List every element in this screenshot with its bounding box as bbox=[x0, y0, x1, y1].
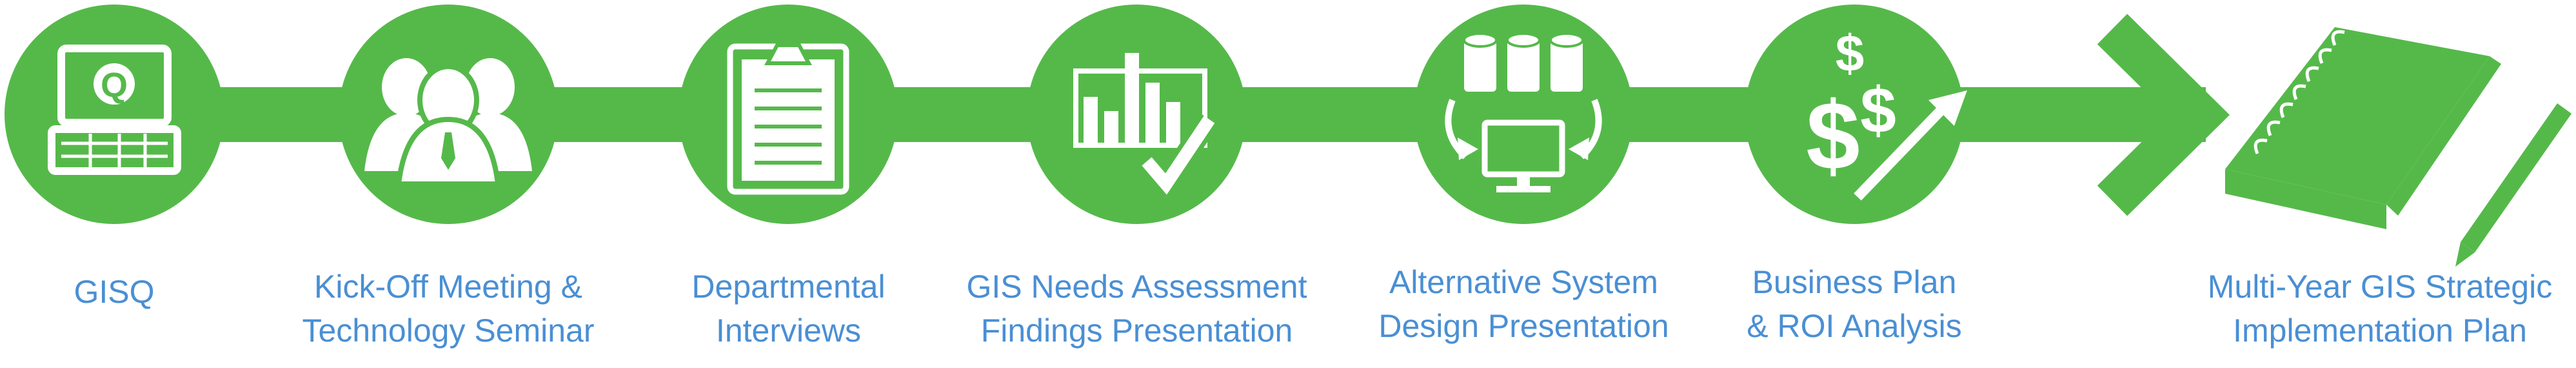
arrow-head bbox=[2097, 14, 2230, 216]
step-label-business-plan: Business Plan & ROI Analysis bbox=[1712, 260, 1996, 348]
step-5-node bbox=[1414, 5, 1633, 224]
step-label-line: Multi-Year GIS Strategic bbox=[2207, 269, 2553, 305]
step-label-line: Kick-Off Meeting & bbox=[314, 269, 582, 305]
svg-text:Q: Q bbox=[101, 66, 128, 105]
step-4-node bbox=[1027, 5, 1246, 224]
step-7-node bbox=[2225, 27, 2571, 267]
step-label-line: GIS Needs Assessment bbox=[966, 269, 1307, 305]
svg-text:$: $ bbox=[1836, 25, 1865, 82]
step-1-node: Q bbox=[5, 5, 224, 224]
step-label-line: Alternative System bbox=[1389, 264, 1658, 300]
step-label-line: GISQ bbox=[74, 274, 155, 310]
step-label-line: Interviews bbox=[715, 312, 862, 349]
step-label-alternative-system: Alternative System Design Presentation bbox=[1351, 260, 1696, 348]
step-label-needs-assessment: GIS Needs Assessment Findings Presentati… bbox=[955, 265, 1319, 353]
clipboard-icon bbox=[727, 43, 849, 195]
step-label-strategic-plan: Multi-Year GIS Strategic Implementation … bbox=[2186, 265, 2573, 353]
step-label-line: Technology Seminar bbox=[302, 312, 595, 349]
step-label-interviews: Departmental Interviews bbox=[651, 265, 926, 353]
notebook-pen-icon bbox=[2225, 27, 2571, 267]
laptop-q-icon bbox=[48, 45, 181, 175]
meeting-people-icon bbox=[364, 58, 532, 187]
step-label-line: Departmental bbox=[691, 269, 886, 305]
svg-text:$: $ bbox=[1806, 81, 1859, 190]
step-label-line: & ROI Analysis bbox=[1747, 308, 1962, 344]
svg-text:$: $ bbox=[1860, 74, 1896, 147]
step-label-kickoff: Kick-Off Meeting & Technology Seminar bbox=[271, 265, 626, 353]
step-label-line: Business Plan bbox=[1752, 264, 1957, 300]
bar-chart-check-icon bbox=[1073, 53, 1219, 203]
step-2-node bbox=[339, 5, 558, 224]
step-label-line: Findings Presentation bbox=[980, 312, 1293, 349]
step-3-node bbox=[679, 5, 898, 224]
database-monitor-icon bbox=[1445, 32, 1602, 192]
step-label-gisq: GISQ bbox=[50, 270, 179, 314]
step-label-line: Design Presentation bbox=[1378, 308, 1669, 344]
step-label-line: Implementation Plan bbox=[2233, 312, 2527, 349]
dollar-growth-icon: $ $ $ bbox=[1806, 25, 1967, 201]
step-6-node: $ $ $ bbox=[1745, 5, 1967, 224]
